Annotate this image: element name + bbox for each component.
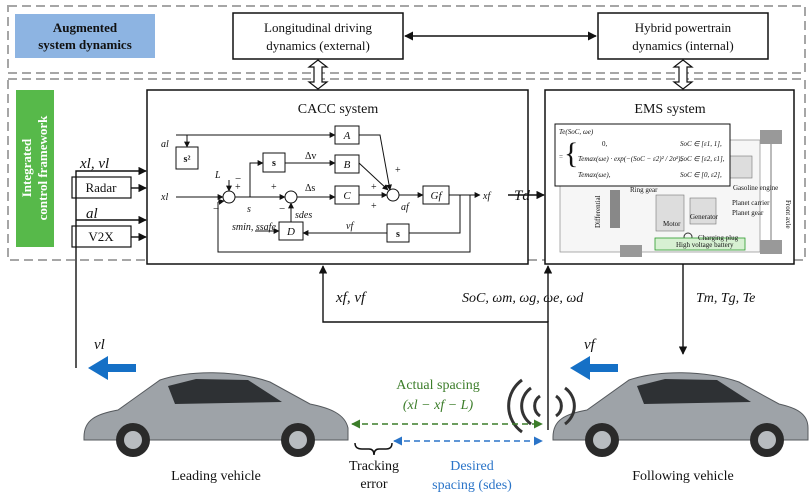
tracking-error-line2: error xyxy=(360,477,388,492)
longitudinal-line2: dynamics (external) xyxy=(266,38,370,53)
augmented-frame xyxy=(7,5,806,74)
v2x-label: V2X xyxy=(88,229,114,244)
hybrid-line2: dynamics (internal) xyxy=(632,38,733,53)
eq-lhs: Te(SoC, ωe) xyxy=(559,128,594,136)
block-C-label: C xyxy=(343,190,351,202)
cacc-s-sig: s xyxy=(247,204,251,215)
following-velocity-arrow xyxy=(570,356,618,380)
sign-minus-3: − xyxy=(279,203,285,215)
eq-row3: Temax(ωe), xyxy=(578,171,611,179)
ems-part-planet-gear: Planet gear xyxy=(732,209,764,217)
hybrid-line1: Hybrid powertrain xyxy=(635,20,732,35)
block-A-label: A xyxy=(343,130,351,142)
signal-xl-vl: xl, vl xyxy=(79,156,109,172)
desired-spacing-line2: spacing (sdes) xyxy=(432,478,512,493)
signal-xf-vf: xf, vf xyxy=(335,290,367,306)
signal-td: Td xyxy=(514,188,530,204)
sum-junction-1 xyxy=(222,190,236,204)
ems-part-charging-plug: Charging plug xyxy=(698,234,739,242)
tracking-error-brace xyxy=(354,442,393,456)
eq-row1-cond: SoC ∈ [ε1, 1], xyxy=(680,140,722,148)
block-D-label: D xyxy=(286,226,295,238)
eq-brace: { xyxy=(564,137,578,170)
hollow-arrow-ems xyxy=(672,59,694,90)
sign-plus-4: + xyxy=(371,182,377,193)
augmented-label-line2: system dynamics xyxy=(38,37,132,52)
eq-row3-cond: SoC ∈ [0, ε2], xyxy=(680,171,722,179)
radar-label: Radar xyxy=(85,180,117,195)
sign-plus-5: + xyxy=(371,201,377,212)
block-Gf-label: Gf xyxy=(431,190,444,202)
leading-velocity-arrow xyxy=(88,356,136,380)
ems-part-planet-carrier: Planet carrier xyxy=(732,199,770,207)
cacc-ds: Δs xyxy=(305,183,315,194)
cacc-dv: Δv xyxy=(305,151,316,162)
leading-vehicle-label: Leading vehicle xyxy=(171,469,261,484)
tracking-error-line1: Tracking xyxy=(349,459,399,474)
block-s2-label: s² xyxy=(184,154,191,165)
ems-part-differential: Differential xyxy=(594,195,602,228)
signal-tm-tg-te: Tm, Tg, Te xyxy=(696,291,755,306)
ems-part-battery: High voltage battery xyxy=(676,241,734,249)
ems-part-gasoline: Gasoline engine xyxy=(733,184,778,192)
label-vf: vf xyxy=(584,337,597,353)
cacc-L: L xyxy=(214,170,221,181)
signal-al: al xyxy=(86,206,98,222)
ems-part-front-axle: Front axle xyxy=(784,200,792,229)
cacc-wiring xyxy=(176,132,481,253)
following-vehicle-label: Following vehicle xyxy=(632,469,734,484)
sign-minus-2: − xyxy=(235,173,241,185)
cacc-xl-in: xl xyxy=(160,192,168,203)
augmented-label-box xyxy=(15,14,155,58)
block-s-feedback-label: s xyxy=(396,229,400,240)
framework-label-line1: Integrated xyxy=(19,138,34,197)
eq-row1: 0, xyxy=(602,140,608,148)
cacc-title: CACC system xyxy=(298,102,379,117)
ems-equation-box xyxy=(554,123,731,187)
cacc-vf-sig: vf xyxy=(346,221,354,232)
augmented-label-line1: Augmented xyxy=(53,20,118,35)
sum-junction-2 xyxy=(284,190,298,204)
sum-junction-3 xyxy=(386,188,400,202)
following-vehicle-car xyxy=(552,372,809,457)
leading-vehicle-car xyxy=(83,372,349,457)
sign-plus-1: + xyxy=(235,182,241,193)
ems-title: EMS system xyxy=(634,102,705,117)
longitudinal-box xyxy=(232,12,404,60)
wireless-signal-icon xyxy=(507,378,576,434)
eq-equals: = xyxy=(559,153,563,161)
cacc-xf-out: xf xyxy=(482,191,491,202)
ems-part-motor: Motor xyxy=(663,220,681,228)
cacc-box xyxy=(146,89,529,265)
eq-row2-cond: SoC ∈ [ε2, ε1], xyxy=(680,155,725,163)
hollow-arrow-cacc xyxy=(307,59,329,90)
block-s-label: s xyxy=(272,158,276,169)
ems-part-ring-gear: Ring gear xyxy=(630,186,658,194)
cacc-smin-ssafe: smin, ssafe xyxy=(232,222,276,233)
hybrid-box xyxy=(597,12,769,60)
cacc-af: af xyxy=(401,202,410,213)
eq-row2: Temax(ωe) · exp(−(SoC − ε2)² / 2σ²), xyxy=(578,155,682,163)
main-wiring xyxy=(75,166,688,430)
ems-part-generator: Generator xyxy=(690,213,719,221)
cacc-sdes: sdes xyxy=(295,210,312,221)
sign-plus-2: + xyxy=(271,182,277,193)
label-vl: vl xyxy=(94,337,105,353)
signal-soc-omegas: SoC, ωm, ωg, ωe, ωd xyxy=(462,291,584,306)
block-B-label: B xyxy=(344,159,351,171)
actual-spacing-line2: (xl − xf − L) xyxy=(403,398,474,413)
framework-label-line2: control framework xyxy=(35,115,50,221)
sign-plus-3: + xyxy=(395,165,401,176)
sign-minus-1: − xyxy=(213,203,219,215)
longitudinal-line1: Longitudinal driving xyxy=(264,20,372,35)
cacc-al-in: al xyxy=(161,139,169,150)
framework-label-box xyxy=(16,90,54,247)
desired-spacing-line1: Desired xyxy=(450,459,494,474)
actual-spacing-line1: Actual spacing xyxy=(396,378,480,393)
